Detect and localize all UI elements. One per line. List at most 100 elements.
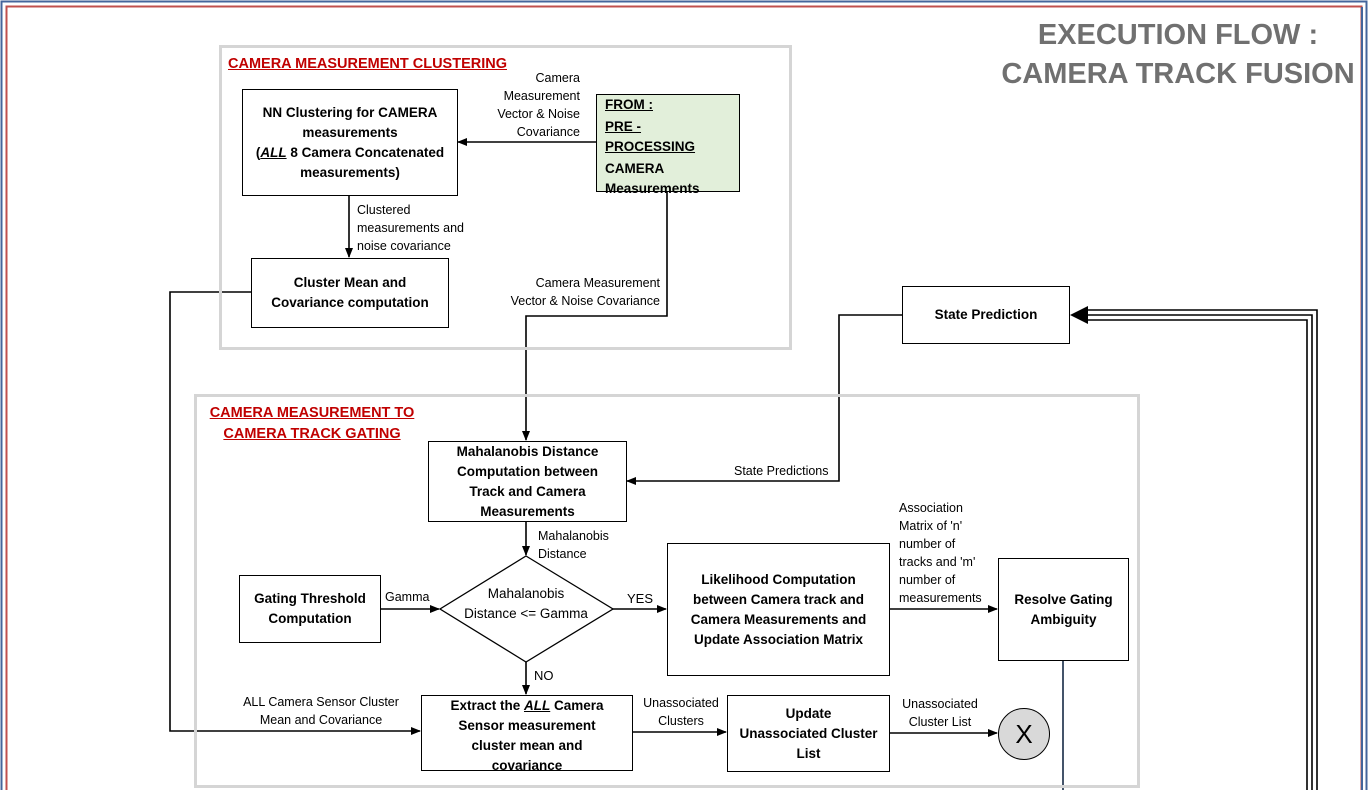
extract-prefix: Extract the [450, 698, 524, 713]
gating-threshold-line-2: Computation [268, 611, 352, 626]
label-clustered-3: noise covariance [357, 239, 451, 253]
label-all-cluster: ALL Camera Sensor Cluster Mean and Covar… [225, 693, 417, 729]
label-no: NO [534, 668, 554, 683]
label-unassociated-list: Unassociated Cluster List [892, 695, 988, 731]
label-assoc-6: measurements [899, 591, 982, 605]
likelihood-line-4: Update Association Matrix [693, 631, 864, 647]
label-all-cluster-2: Mean and Covariance [259, 713, 383, 727]
extract-line-2: Sensor measurement [458, 718, 596, 733]
resolve-line-1: Resolve Gating [1014, 591, 1113, 607]
decision-diamond [438, 555, 615, 663]
nn-clustering-concat: 8 Camera Concatenated [286, 144, 445, 160]
label-assoc-1: Association [899, 501, 963, 515]
state-prediction-box[interactable]: State Prediction [902, 286, 1070, 344]
mahalanobis-line-1: Mahalanobis Distance [456, 443, 599, 459]
mahalanobis-line-4: Measurements [480, 503, 575, 519]
extract-box[interactable]: Extract the ALL Camera Sensor measuremen… [421, 695, 633, 773]
label-unassociated-clusters: Unassociated Clusters [636, 694, 726, 730]
cluster-mean-line-2: Covariance computation [271, 295, 429, 310]
mahalanobis-box[interactable]: Mahalanobis Distance Computation between… [428, 441, 627, 522]
edge-state-to-mahalanobis [626, 314, 902, 485]
group-camera-track-gating [194, 394, 1140, 788]
label-gamma: Gamma [385, 590, 430, 604]
mahalanobis-line-2: Computation between [457, 463, 598, 479]
extract-line-4: covariance [491, 758, 563, 773]
label-assoc-2: Matrix of 'n' [899, 519, 963, 533]
nn-clustering-line-3: (ALL 8 Camera Concatenated [256, 143, 444, 163]
label-assoc-4: tracks and 'm' [899, 555, 976, 569]
decision-line-1: Mahalanobis [487, 586, 565, 601]
edge-cluster-mean-to-extract [169, 291, 421, 735]
group-title-gating: CAMERA MEASUREMENT TO CAMERA TRACK GATIN… [202, 403, 422, 445]
page-title-line-1: EXECUTION FLOW : [1037, 19, 1319, 51]
group-title-gating-line-2: CAMERA TRACK GATING [223, 426, 401, 442]
feedback-loop [1086, 309, 1318, 790]
update-line-3: List [796, 745, 821, 761]
label-mahal-1: Mahalanobis [538, 529, 609, 543]
label-clustered: Clustered measurements and noise covaria… [357, 201, 464, 255]
label-unassoc-list-2: Cluster List [908, 715, 972, 729]
label-clustered-1: Clustered [357, 203, 411, 217]
extract-line-3: cluster mean and [471, 738, 583, 753]
label-mahalanobis-distance: Mahalanobis Distance [538, 527, 609, 563]
update-line-1: Update [785, 705, 832, 721]
camera-label: CAMERA [605, 161, 665, 176]
label-cam-vector-mid-2: Vector & Noise Covariance [510, 294, 660, 308]
extract-suffix: Camera [550, 698, 604, 713]
label-cam-vector-mid: Camera Measurement Vector & Noise Covari… [470, 274, 660, 310]
likelihood-box[interactable]: Likelihood Computation between Camera tr… [667, 543, 890, 676]
extract-all-emphasis: ALL [523, 698, 551, 713]
nn-clustering-line-1: NN Clustering for CAMERA [262, 104, 438, 120]
nn-clustering-line-2: measurements [302, 124, 398, 140]
group-camera-measurement-clustering [219, 45, 792, 350]
label-unassoc-clusters-1: Unassociated [643, 696, 719, 710]
label-association-matrix: Association Matrix of 'n' number of trac… [899, 499, 982, 607]
cluster-mean-box[interactable]: Cluster Mean and Covariance computation [251, 258, 449, 328]
edge-preproc-to-mahalanobis [522, 192, 668, 441]
label-assoc-3: number of [899, 537, 956, 551]
label-unassoc-list-1: Unassociated [902, 697, 978, 711]
nn-clustering-all-emphasis: ALL [260, 144, 287, 160]
label-cam-vector-top: Camera Measurement Vector & Noise Covari… [470, 69, 580, 141]
label-assoc-5: number of [899, 573, 956, 587]
x-connector[interactable]: X [998, 708, 1050, 760]
page-title: EXECUTION FLOW : CAMERA TRACK FUSION [996, 16, 1360, 94]
resolve-gating-box[interactable]: Resolve Gating Ambiguity [998, 558, 1129, 661]
resolve-line-2: Ambiguity [1030, 611, 1097, 627]
group-title-gating-line-1: CAMERA MEASUREMENT TO [209, 405, 415, 421]
group-title-clustering: CAMERA MEASUREMENT CLUSTERING [228, 56, 507, 72]
label-cam-vector-top-4: Covariance [516, 125, 580, 139]
preprocessing-line-1: PRE - [605, 119, 642, 134]
label-cam-vector-top-3: Vector & Noise [497, 107, 580, 121]
gating-threshold-box[interactable]: Gating Threshold Computation [239, 575, 381, 643]
label-state-predictions: State Predictions [734, 464, 829, 478]
label-clustered-2: measurements and [357, 221, 465, 235]
cluster-mean-line-1: Cluster Mean and [293, 275, 407, 290]
label-unassoc-clusters-2: Clusters [658, 714, 704, 728]
gating-threshold-line-1: Gating Threshold [254, 591, 366, 606]
likelihood-line-3: Camera Measurements and [690, 611, 867, 627]
nn-clustering-line-4: measurements) [300, 164, 400, 180]
label-all-cluster-1: ALL Camera Sensor Cluster [243, 695, 399, 709]
feedback-arrowhead [1070, 306, 1088, 324]
nn-clustering-box[interactable]: NN Clustering for CAMERA measurements (A… [242, 89, 458, 196]
page-title-line-2: CAMERA TRACK FUSION [1001, 58, 1355, 90]
from-label: FROM : [605, 97, 653, 112]
likelihood-line-1: Likelihood Computation [701, 571, 856, 587]
update-line-2: Unassociated Cluster [739, 725, 878, 741]
mahalanobis-line-3: Track and Camera [469, 483, 586, 499]
update-unassociated-box[interactable]: Update Unassociated Cluster List [727, 695, 890, 772]
decision-line-2: Distance <= Gamma [464, 606, 588, 621]
label-cam-vector-top-2: Measurement [503, 89, 580, 103]
label-yes: YES [627, 591, 654, 606]
extract-line-1: Extract the ALL Camera [450, 696, 603, 716]
from-preprocessing-box[interactable]: FROM : PRE - PROCESSING CAMERA Measureme… [596, 94, 740, 196]
preprocessing-line-2: PROCESSING [605, 139, 696, 154]
label-cam-vector-mid-1: Camera Measurement [535, 276, 660, 290]
measurements-label: Measurements [605, 181, 700, 196]
label-cam-vector-top-1: Camera [535, 71, 580, 85]
decision-text: Mahalanobis Distance <= Gamma [446, 584, 606, 624]
